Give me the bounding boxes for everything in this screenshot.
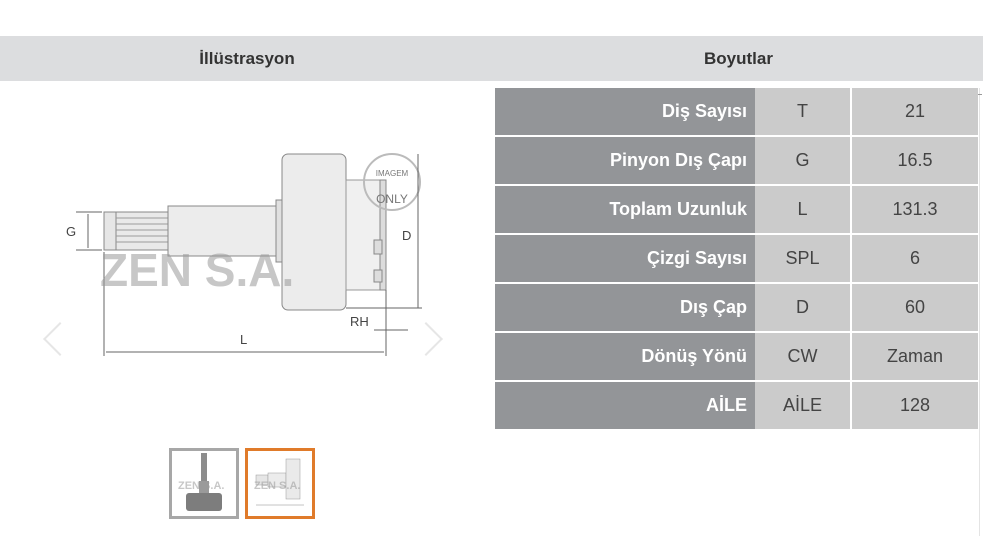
thumbnail-product-photo[interactable]: ZEN S.A. bbox=[169, 448, 239, 519]
table-row: AİLE AİLE 128 bbox=[495, 381, 978, 429]
dimensions-header: Boyutlar bbox=[494, 36, 983, 81]
technical-drawing: IMAGEM ONLY G D L RH ZEN S.A. bbox=[40, 140, 460, 380]
stamp-bottom-text: ONLY bbox=[376, 192, 408, 206]
row-value: 16.5 bbox=[851, 136, 978, 186]
table-row: Dış Çap D 60 bbox=[495, 283, 978, 333]
row-value: 60 bbox=[851, 283, 978, 333]
row-value: 21 bbox=[851, 88, 978, 137]
scrollbar-tick bbox=[978, 94, 982, 95]
row-code: D bbox=[755, 283, 852, 333]
table-row: Çizgi Sayısı SPL 6 bbox=[495, 234, 978, 284]
thumbnail-watermark: ZEN S.A. bbox=[254, 480, 300, 492]
row-code: AİLE bbox=[755, 381, 852, 429]
row-label: Toplam Uzunluk bbox=[495, 185, 755, 235]
dim-label-d: D bbox=[402, 228, 411, 243]
row-value: 6 bbox=[851, 234, 978, 284]
table-row: Dönüş Yönü CW Zaman bbox=[495, 332, 978, 382]
row-code: CW bbox=[755, 332, 852, 382]
row-label: Diş Sayısı bbox=[495, 88, 755, 137]
table-row: Toplam Uzunluk L 131.3 bbox=[495, 185, 978, 235]
row-value: Zaman bbox=[851, 332, 978, 382]
row-value: 128 bbox=[851, 381, 978, 429]
dim-label-g: G bbox=[66, 224, 76, 239]
dim-label-l: L bbox=[240, 332, 247, 347]
row-code: G bbox=[755, 136, 852, 186]
thumbnail-technical-drawing[interactable]: ZEN S.A. bbox=[245, 448, 315, 519]
row-label: Dönüş Yönü bbox=[495, 332, 755, 382]
watermark-text: ZEN S.A. bbox=[100, 244, 294, 296]
row-code: L bbox=[755, 185, 852, 235]
table-row: Diş Sayısı T 21 bbox=[495, 88, 978, 137]
scrollbar-track[interactable] bbox=[979, 88, 980, 536]
row-code: SPL bbox=[755, 234, 852, 284]
table-row: Pinyon Dış Çapı G 16.5 bbox=[495, 136, 978, 186]
row-label: AİLE bbox=[495, 381, 755, 429]
row-code: T bbox=[755, 88, 852, 137]
stamp-top-text: IMAGEM bbox=[376, 169, 409, 178]
illustration-header: İllüstrasyon bbox=[0, 36, 494, 81]
row-label: Dış Çap bbox=[495, 283, 755, 333]
dimensions-table: Diş Sayısı T 21 Pinyon Dış Çapı G 16.5 T… bbox=[495, 88, 978, 429]
thumbnail-watermark: ZEN S.A. bbox=[178, 480, 224, 492]
dim-label-rh: RH bbox=[350, 314, 369, 329]
row-label: Pinyon Dış Çapı bbox=[495, 136, 755, 186]
row-value: 131.3 bbox=[851, 185, 978, 235]
row-label: Çizgi Sayısı bbox=[495, 234, 755, 284]
